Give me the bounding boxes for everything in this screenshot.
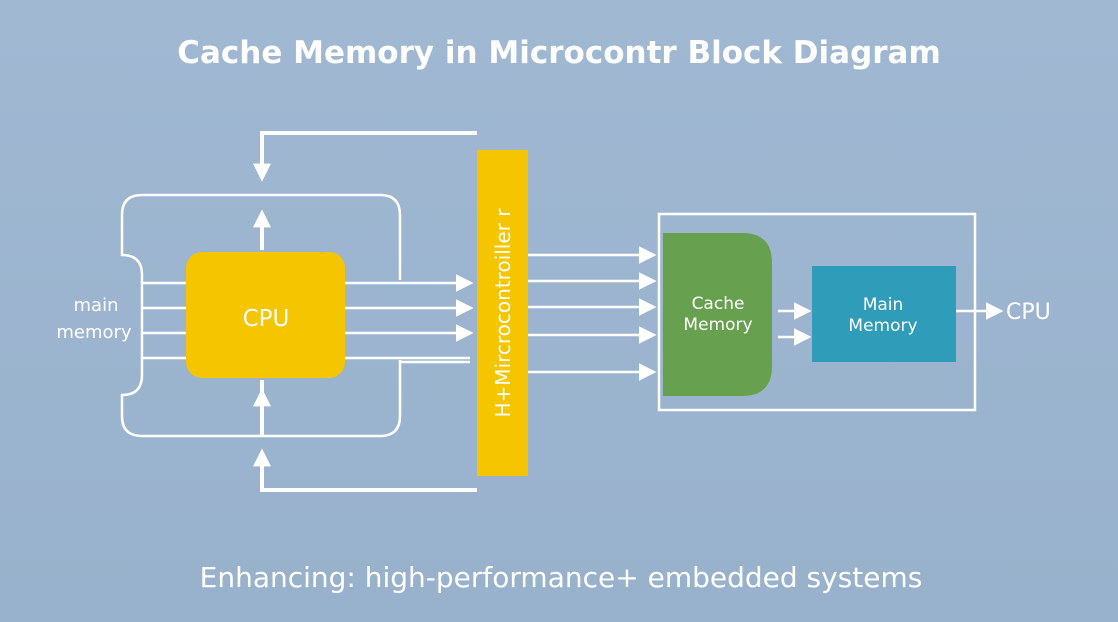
- bottom-feedback-line: [253, 448, 477, 492]
- bus-line: [398, 360, 470, 364]
- page-title: Cache Memory in Microcontr Block Diagram: [177, 35, 941, 71]
- cpu-block: [186, 252, 345, 378]
- cpu-frame: [120, 193, 402, 438]
- main-memory-label-2: Memory: [848, 316, 917, 336]
- cache-label-1: Cache: [692, 294, 745, 314]
- cpu-output-label: CPU: [1006, 300, 1051, 325]
- cache-label-2: Memory: [683, 315, 752, 335]
- cache-memory-block: [663, 233, 772, 396]
- main-memory-block: [812, 266, 956, 362]
- main-memory-left-label-2: memory: [56, 322, 132, 343]
- microcontroller-label: H+Mircrocontroiller r: [491, 208, 515, 418]
- main-memory-label-1: Main: [863, 295, 904, 315]
- cpu-label: CPU: [243, 306, 290, 332]
- main-memory-left-label-1: main: [74, 295, 119, 316]
- microcontroller-bar: [477, 150, 528, 476]
- top-feedback-line: [253, 131, 477, 182]
- subtitle: Enhancing: high-performance+ embedded sy…: [200, 561, 923, 594]
